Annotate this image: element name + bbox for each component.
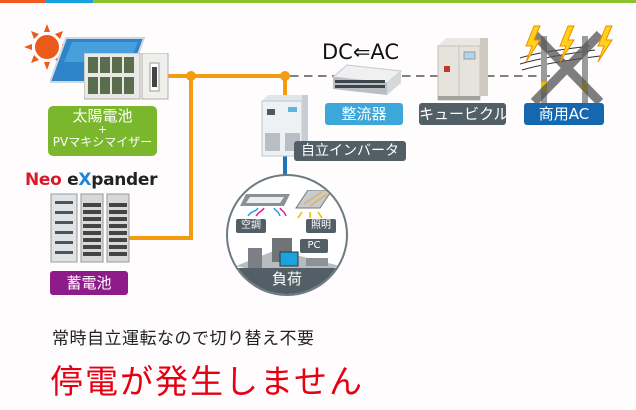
power-pole-crossed-icon [520, 25, 613, 104]
wire-solar-main [168, 74, 286, 78]
top-bar-orange [0, 0, 46, 3]
ac-dashed-line [290, 75, 550, 77]
cubicle-icon [437, 38, 488, 101]
top-bar-green [93, 0, 636, 3]
rectifier-icon [331, 64, 403, 95]
pv-maximizer-icon [84, 53, 169, 100]
junction-dot [186, 71, 196, 81]
wire-inverter-in [283, 76, 287, 102]
commercial-ac-label: 商用AC [524, 103, 604, 125]
lighting-icon [295, 190, 333, 219]
load-item-air-conditioning: 空調 [236, 219, 266, 233]
top-bar-blue [46, 0, 93, 3]
rectifier-label: 整流器 [325, 103, 403, 125]
load-circle: 空調 照明 PC 負荷 [226, 174, 348, 296]
headline-text: 停電が発生しません [50, 362, 365, 401]
neo-expander-logo: Neo eXpander [25, 170, 158, 190]
battery-rack-icon [50, 193, 130, 263]
solar-label-line3: PVマキシマイザー [52, 135, 153, 149]
solar-label: 太陽電池 + PVマキシマイザー [48, 106, 157, 156]
logo-neo: Neo [25, 170, 68, 190]
cubicle-label: キュービクル [419, 103, 509, 125]
logo-e: e [67, 170, 79, 190]
air-conditioner-icon [240, 194, 290, 217]
sun-icon [24, 24, 70, 70]
load-item-pc: PC [300, 239, 328, 253]
inverter-label: 自立インバータ [294, 141, 406, 161]
solar-label-line2: + [97, 123, 108, 136]
logo-pander: pander [91, 170, 158, 190]
battery-label: 蓄電池 [50, 271, 128, 295]
solar-label-line1: 太陽電池 [72, 107, 133, 125]
conversion-label: DC⇐AC [322, 40, 400, 64]
logo-x: X [78, 170, 92, 190]
load-label-bar [228, 268, 346, 294]
junction-dot [280, 71, 290, 81]
load-item-lighting: 照明 [306, 219, 336, 233]
load-label: 負荷 [271, 270, 302, 288]
wire-battery-vertical [189, 76, 193, 240]
caption-text: 常時自立運転なので切り替え不要 [52, 329, 315, 349]
wire-battery-horizontal [128, 236, 193, 240]
